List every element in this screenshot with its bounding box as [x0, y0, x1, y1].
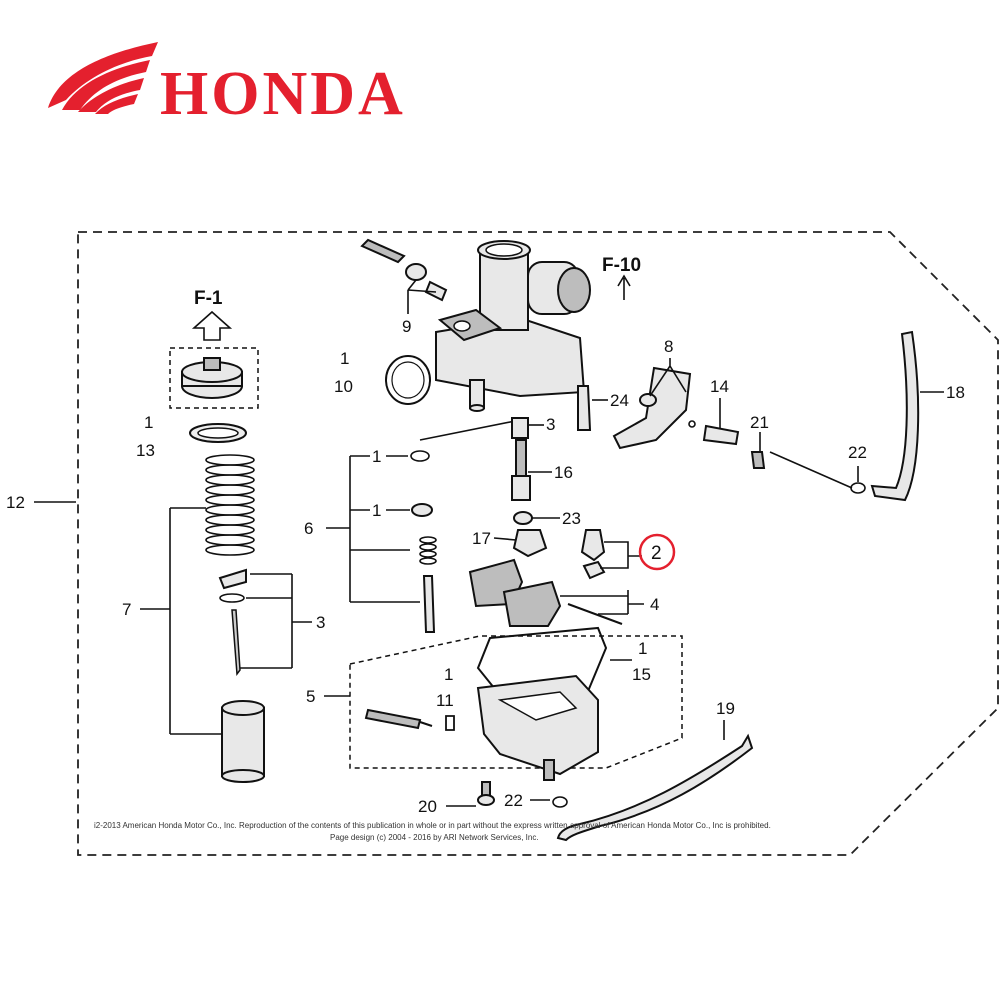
clip-11: [445, 715, 455, 731]
hose-clip-22-bottom: [552, 796, 568, 808]
idle-spring: [419, 536, 437, 565]
reference-f10: F-10: [602, 255, 641, 276]
callout-3-jet: 3: [546, 415, 555, 434]
callout-9: 9: [402, 317, 411, 336]
honda-wordmark: HONDA: [160, 60, 406, 128]
callout-10: 10: [334, 377, 353, 396]
drain-hose-19: [556, 733, 754, 842]
float-4: [468, 558, 623, 627]
up-arrow-icon: [191, 310, 233, 341]
cap-dashed-box: [169, 347, 259, 409]
drain-screw-24: [577, 385, 592, 431]
callout-19: 19: [716, 699, 735, 718]
throttle-spring: [205, 454, 255, 556]
callout-7: 7: [122, 600, 131, 619]
callout-1-15: 1: [638, 639, 647, 658]
callout-15: 15: [632, 665, 651, 684]
f10-arrow-icon: [617, 274, 631, 300]
choke-plunger-14: [702, 424, 740, 446]
callout-22-top: 22: [848, 443, 867, 462]
screw-21: [750, 451, 766, 469]
callout-1-b: 1: [372, 501, 381, 520]
float-valve-2: [580, 529, 606, 580]
choke-lever-8: [612, 366, 696, 450]
hose-clip-22-top: [850, 482, 866, 494]
callout-11: 11: [436, 691, 454, 710]
main-jet: [513, 511, 533, 525]
callout-24: 24: [610, 391, 629, 410]
callout-23: 23: [562, 509, 581, 528]
reference-f1: F-1: [194, 288, 223, 309]
callout-6: 6: [304, 519, 313, 538]
callout-1-a: 1: [372, 447, 381, 466]
callout-1-10: 1: [340, 349, 349, 368]
drain-bolt-20: [477, 781, 495, 806]
float-chamber-body: [476, 674, 599, 781]
o-ring-small-a: [410, 450, 430, 462]
callout-1-11: 1: [444, 665, 453, 684]
carburetor-body: [435, 240, 591, 412]
callout-5: 5: [306, 687, 315, 706]
needle-retainer: [218, 568, 247, 590]
callout-16: 16: [554, 463, 573, 482]
washer-b: [411, 503, 433, 517]
breather-hose-18: [870, 330, 920, 502]
float-pin-holder: [512, 529, 548, 558]
throttle-valve: [221, 700, 265, 783]
throttle-stop-screw: [422, 575, 436, 633]
callout-13: 13: [136, 441, 155, 460]
callout-1-13: 1: [144, 413, 153, 432]
o-ring-10: [385, 355, 431, 405]
jet-needle: [231, 609, 241, 677]
callout-17: 17: [472, 529, 491, 548]
honda-logo: HONDA: [48, 42, 406, 128]
needle-jet-holder: [511, 417, 531, 501]
copyright-line-1: i2-2013 American Honda Motor Co., Inc. R…: [94, 821, 771, 830]
callout-4: 4: [650, 595, 659, 614]
highlight-circle-2: [638, 533, 676, 571]
needle-clip: [219, 593, 245, 603]
callout-20: 20: [418, 797, 437, 816]
callout-21: 21: [750, 413, 769, 432]
pilot-screw-assembly: [360, 238, 448, 302]
callout-18: 18: [946, 383, 965, 402]
callout-3-left: 3: [316, 613, 325, 632]
callout-12: 12: [6, 493, 25, 512]
float-chamber-dashed-box: [349, 635, 683, 769]
copyright-line-2: Page design (c) 2004 - 2016 by ARI Netwo…: [330, 833, 539, 842]
callout-14: 14: [710, 377, 729, 396]
honda-wing-icon: [48, 42, 158, 114]
air-screw-11: [364, 708, 433, 730]
assembly-boundary: [77, 231, 999, 856]
carburetor-top-cap: [181, 357, 243, 399]
callout-8: 8: [664, 337, 673, 356]
callout-2-highlight: 2: [651, 543, 662, 564]
callout-22-bottom: 22: [504, 791, 523, 810]
